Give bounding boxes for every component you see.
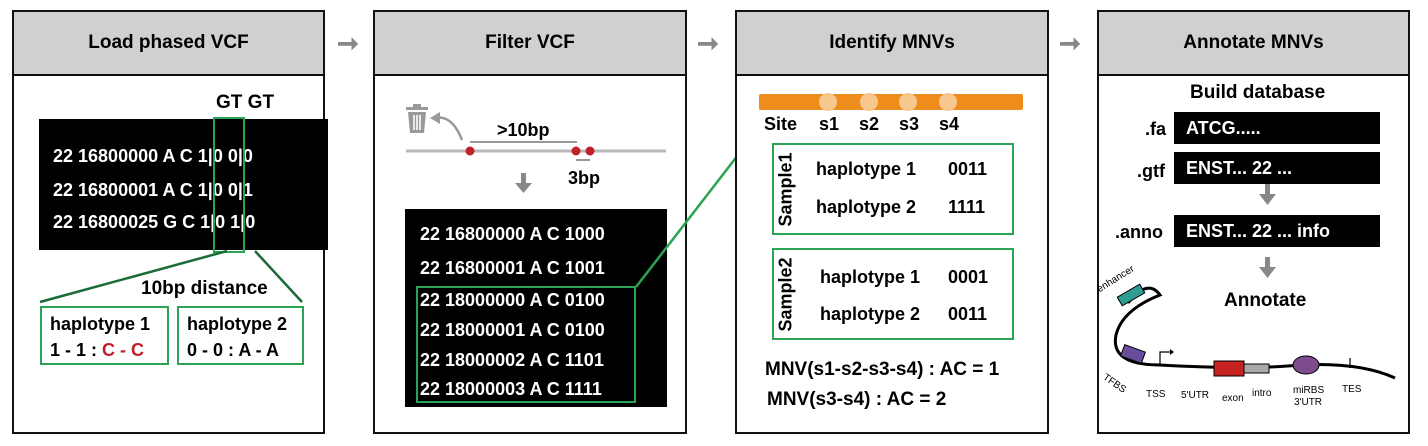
- vcf-row: 22 16800001 A C 1001: [420, 258, 605, 278]
- vcf-row: 22 16800000 A C 1|0 0|0: [53, 146, 253, 166]
- panel-load-vcf: Load phased VCF GT GT 22 16800000 A C 1|…: [12, 10, 328, 434]
- haplotype1-title: haplotype 1: [50, 314, 151, 334]
- gt-column-highlight: [213, 117, 245, 253]
- site-label-s1: s1: [819, 114, 840, 134]
- vcf-row: 22 18000002 A C 1101: [420, 350, 604, 370]
- haplotype1-prefix: 1 - 1 :: [50, 340, 103, 360]
- vcf-row: 22 16800000 A C 1000: [420, 224, 605, 244]
- site-marker: [899, 93, 917, 111]
- mirbs-label: miRBS: [1293, 385, 1325, 396]
- sample2-hap2-code: 0011: [948, 304, 988, 324]
- site-label: Site: [764, 114, 798, 134]
- haplotype1-value: 1 - 1 : C - C: [50, 340, 144, 361]
- gt-header: GT GT: [216, 92, 275, 113]
- vcf-row: 22 18000001 A C 0100: [420, 320, 605, 340]
- annotate-label: Annotate: [1224, 290, 1307, 311]
- vcf-row: 22 16800001 A C 1|0 0|1: [53, 180, 253, 200]
- tes-label: TES: [1342, 384, 1362, 395]
- mnv-result-1: MNV(s1-s2-s3-s4) : AC = 1: [765, 359, 1000, 380]
- sample1-hap1: haplotype 1: [816, 159, 917, 179]
- right-arrow-icon: ➞: [337, 28, 359, 58]
- panel-identify-mnv: Identify MNVs Site s1 s2 s3 s4 Sample1 h…: [735, 10, 1049, 434]
- site-marker: [819, 93, 837, 111]
- exon-box: [1213, 360, 1245, 377]
- intro-label: intro: [1252, 388, 1272, 399]
- tss-label: TSS: [1146, 389, 1166, 400]
- panel-filter-vcf: Filter VCF >10bp 3bp 22 16800000 A C 100…: [373, 10, 687, 434]
- sample2-hap1-code: 0001: [948, 267, 989, 287]
- fa-label: .fa: [1145, 119, 1167, 139]
- sample1-box: Sample1 haplotype 1 0011 haplotype 2 111…: [772, 143, 1014, 235]
- anno-box: ENST... 22 ... info: [1174, 215, 1380, 247]
- gtf-box: ENST... 22 ...: [1174, 152, 1380, 184]
- gt10bp-label: >10bp: [497, 120, 550, 140]
- haplotype2-title: haplotype 2: [187, 314, 288, 334]
- exon-label: exon: [1222, 393, 1244, 404]
- down-arrow-icon: [1259, 184, 1276, 205]
- site-bar: [759, 93, 1023, 111]
- right-arrow-icon: ➞: [1059, 28, 1081, 58]
- mirbs-shape: [1292, 355, 1320, 375]
- right-arrow-icon: ➞: [697, 28, 719, 58]
- panel-title-load: Load phased VCF: [14, 12, 323, 76]
- site-label-s3: s3: [899, 114, 920, 134]
- vcf-table-filter: 22 16800000 A C 1000 22 16800001 A C 100…: [405, 209, 667, 407]
- fa-box: ATCG.....: [1174, 112, 1380, 144]
- sample2-hap1: haplotype 1: [820, 267, 921, 287]
- down-arrow-icon: [1259, 257, 1276, 278]
- vcf-row: 22 18000003 A C 1111: [420, 379, 602, 399]
- build-database-label: Build database: [1190, 82, 1326, 103]
- vcf-row: 22 18000000 A C 0100: [420, 290, 605, 310]
- 3bp-label: 3bp: [568, 168, 601, 188]
- panel-title-annotate: Annotate MNVs: [1099, 12, 1408, 76]
- haplotype1-alleles: C - C: [102, 340, 145, 360]
- trash-icon: [404, 104, 430, 134]
- panel-title-filter: Filter VCF: [375, 12, 685, 76]
- sample2-box: Sample2 haplotype 1 0001 haplotype 2 001…: [772, 248, 1014, 340]
- down-arrow-icon: [515, 173, 532, 193]
- mnv-result-2: MNV(s3-s4) : AC = 2: [767, 389, 947, 410]
- haplotype2-box: haplotype 2 0 - 0 : A - A: [177, 306, 304, 365]
- sample1-hap1-code: 0011: [948, 159, 988, 179]
- utr3-label: 3'UTR: [1294, 397, 1323, 408]
- haplotype2-value: 0 - 0 : A - A: [187, 340, 280, 360]
- mnv-candidate-highlight: [416, 286, 636, 403]
- vcf-table-load: 22 16800000 A C 1|0 0|0 22 16800001 A C …: [39, 119, 328, 250]
- site-marker: [939, 93, 957, 111]
- haplotype1-box: haplotype 1 1 - 1 : C - C: [40, 306, 169, 365]
- enhancer-box: [1116, 283, 1146, 307]
- site-marker: [860, 93, 878, 111]
- site-label-s2: s2: [859, 114, 880, 134]
- anno-label: .anno: [1115, 222, 1163, 242]
- sample2-hap2: haplotype 2: [820, 304, 921, 324]
- sample1-hap2-code: 1111: [948, 197, 986, 217]
- tss-marker: [1159, 351, 1170, 366]
- distance-label: 10bp distance: [141, 278, 268, 299]
- site-label-s4: s4: [939, 114, 960, 134]
- tfbs-box: [1119, 343, 1147, 365]
- gtf-label: .gtf: [1137, 161, 1165, 181]
- intro-box: [1243, 363, 1270, 374]
- sample1-hap2: haplotype 2: [816, 197, 917, 217]
- panel-title-identify: Identify MNVs: [737, 12, 1047, 76]
- vcf-row: 22 16800025 G C 1|0 1|0: [53, 212, 256, 232]
- utr5-label: 5'UTR: [1181, 390, 1210, 401]
